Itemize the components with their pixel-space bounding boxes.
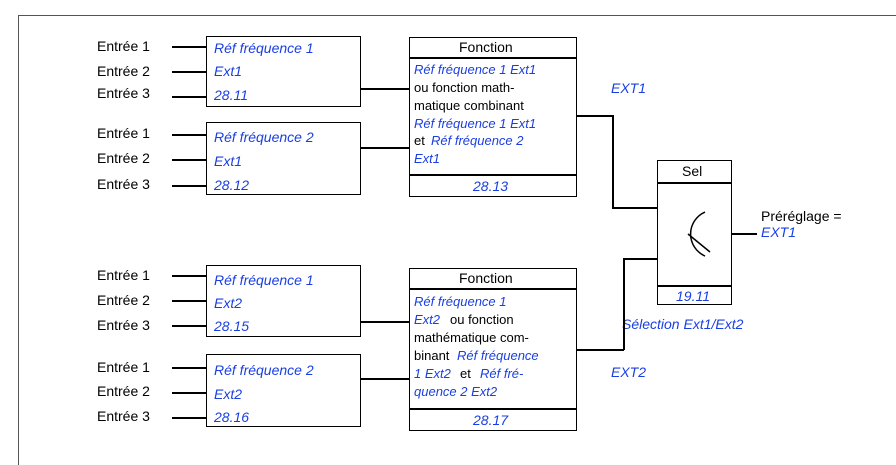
block-ref2-ext1 [206, 122, 361, 195]
block-label: Réf fréquence 1 [214, 272, 314, 288]
function-text: ou fonction [450, 312, 514, 327]
function-text: et [414, 133, 425, 148]
input-line [172, 46, 206, 48]
input-label: Entrée 1 [97, 267, 150, 283]
selector-header-divider [657, 182, 732, 184]
function-text: Réf fréquence 1 Ext1 [414, 116, 537, 131]
input-label: Entrée 1 [97, 38, 150, 54]
function-text: 1 Ext2 [414, 366, 451, 381]
selector-title: Sel [682, 163, 703, 179]
input-label: Entrée 3 [97, 317, 150, 333]
block-label: Ext1 [214, 63, 243, 79]
input-line [172, 325, 206, 327]
diagram-frame [18, 15, 896, 465]
input-label: Entrée 2 [97, 63, 150, 79]
function-param: 28.13 [473, 178, 509, 194]
function-header-divider [409, 288, 577, 290]
input-label: Entrée 2 [97, 383, 150, 399]
function-header-divider [409, 57, 577, 59]
function-block-ext2 [409, 268, 577, 431]
block-param: 28.15 [214, 318, 250, 334]
function-text: matique combinant [414, 98, 524, 113]
connector-line [612, 115, 614, 208]
preset-value: EXT1 [761, 224, 797, 240]
block-label: Réf fréquence 1 [214, 40, 314, 56]
ext1-label: EXT1 [611, 80, 647, 96]
input-line [172, 367, 206, 369]
block-label: Réf fréquence 2 [214, 129, 314, 145]
block-label: Réf fréquence 2 [214, 362, 314, 378]
input-label: Entrée 2 [97, 292, 150, 308]
function-text: Ext1 [414, 151, 441, 166]
block-param: 28.12 [214, 177, 250, 193]
input-line [172, 417, 206, 419]
block-ref2-ext2 [206, 354, 361, 427]
connector-line [361, 147, 409, 149]
input-line [172, 96, 206, 98]
connector-line [361, 378, 409, 380]
input-line [172, 392, 206, 394]
block-ref1-ext1 [206, 36, 361, 107]
input-label: Entrée 3 [97, 408, 150, 424]
output-line [732, 233, 757, 235]
selector-block [657, 160, 732, 305]
input-line [172, 159, 206, 161]
block-label: Ext1 [214, 153, 243, 169]
function-text: quence 2 Ext2 [414, 384, 498, 399]
block-label: Ext2 [214, 295, 243, 311]
connector-line [623, 258, 657, 260]
input-line [172, 134, 206, 136]
preset-label: Préréglage = [761, 208, 842, 224]
input-label: Entrée 2 [97, 150, 150, 166]
function-title: Fonction [459, 39, 513, 55]
function-title: Fonction [459, 270, 513, 286]
block-param: 28.11 [214, 87, 248, 103]
input-label: Entrée 1 [97, 359, 150, 375]
function-text: Réf fréquence 2 [431, 133, 524, 148]
connector-line [577, 349, 624, 351]
function-text: Réf fréquence 1 [414, 294, 507, 309]
function-text: Réf fréquence [457, 348, 539, 363]
function-text: et [460, 366, 471, 381]
function-text: Réf fré- [480, 366, 524, 381]
selector-caption: Sélection Ext1/Ext2 [622, 316, 744, 332]
block-param: 28.16 [214, 409, 250, 425]
function-footer-divider [409, 408, 577, 410]
function-text: binant [414, 348, 450, 363]
input-line [172, 185, 206, 187]
function-text: mathématique com- [414, 330, 529, 345]
input-line [172, 275, 206, 277]
function-footer-divider [409, 174, 577, 176]
function-param: 28.17 [473, 412, 509, 428]
block-ref1-ext2 [206, 265, 361, 337]
connector-line [361, 88, 409, 90]
selector-param: 19.11 [676, 288, 710, 304]
ext2-label: EXT2 [611, 364, 647, 380]
connector-line [577, 115, 613, 117]
input-label: Entrée 1 [97, 125, 150, 141]
input-line [172, 71, 206, 73]
function-text: ou fonction math- [414, 80, 515, 95]
function-text: Ext2 [414, 312, 441, 327]
input-line [172, 300, 206, 302]
function-text: Réf fréquence 1 Ext1 [414, 62, 537, 77]
connector-line [623, 258, 625, 350]
input-label: Entrée 3 [97, 85, 150, 101]
connector-line [612, 207, 657, 209]
input-label: Entrée 3 [97, 176, 150, 192]
function-block-ext1 [409, 37, 577, 197]
block-label: Ext2 [214, 386, 243, 402]
selector-footer-divider [657, 285, 732, 287]
connector-line [361, 321, 409, 323]
